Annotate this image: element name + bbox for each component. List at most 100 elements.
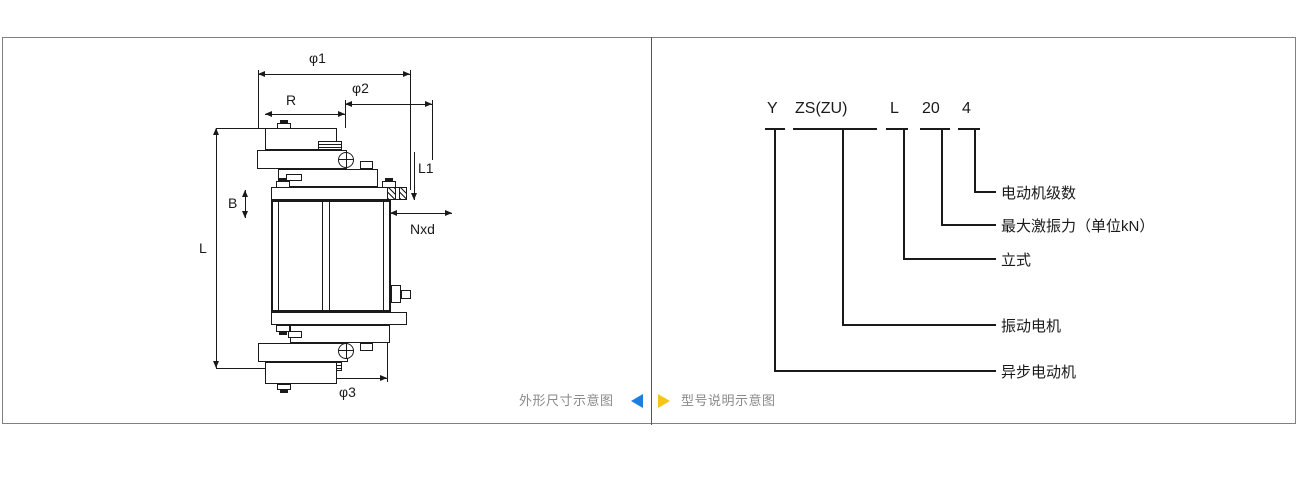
part-main-housing	[271, 200, 391, 312]
leader-line-vertical	[774, 128, 776, 372]
triangle-right-icon[interactable]	[658, 394, 670, 408]
part-housing-fin	[322, 202, 323, 310]
arrow-head-icon	[213, 128, 219, 135]
caption-strip: 外形尺寸示意图 型号说明示意图	[0, 390, 1300, 416]
leader-line-horizontal	[774, 370, 996, 372]
part-fastener	[360, 161, 373, 169]
part-fastener	[277, 123, 291, 129]
dim-label-L: L	[199, 240, 207, 256]
arrow-head-icon	[390, 210, 397, 216]
part-section-hatch	[387, 187, 396, 200]
part-lower-flange	[258, 343, 348, 362]
dim-line-B	[245, 190, 246, 218]
part-fastener-cap	[279, 332, 287, 335]
model-token-ZS: ZS(ZU)	[795, 100, 848, 117]
witness-line	[216, 368, 266, 369]
dim-line-L1	[414, 152, 415, 200]
model-token-4: 4	[962, 100, 971, 117]
part-housing-fin	[383, 202, 384, 310]
part-fastener	[276, 181, 290, 188]
token-underline	[793, 128, 877, 130]
part-bearing-housing	[318, 141, 342, 150]
arrow-head-icon	[242, 190, 248, 197]
model-token-20: 20	[922, 100, 940, 117]
part-section-hatch	[399, 187, 407, 200]
diagram-card	[2, 37, 1296, 424]
part-detail-line	[318, 147, 342, 148]
token-underline	[958, 128, 980, 130]
part-fastener-cap	[385, 178, 393, 181]
caption-left: 外形尺寸示意图	[519, 393, 614, 408]
part-detail-line	[346, 343, 347, 359]
part-detail-line	[346, 152, 347, 168]
leader-line-vertical	[941, 128, 943, 226]
part-fastener-cap	[280, 390, 288, 393]
leader-line-vertical	[842, 128, 844, 326]
leader-line-horizontal	[842, 324, 996, 326]
witness-line	[432, 100, 433, 160]
part-fastener	[277, 384, 291, 390]
model-token-L: L	[890, 100, 899, 117]
dim-label-L1: L1	[418, 160, 434, 176]
part-bottom-end-plate	[271, 312, 407, 325]
dim-label-Nxd: Nxd	[410, 221, 435, 237]
dim-line-phi3	[310, 378, 387, 379]
part-upper-flange	[257, 150, 347, 169]
legend-label-async-motor: 异步电动机	[1001, 364, 1077, 381]
dim-label-B: B	[228, 195, 238, 211]
dim-label-phi1: φ1	[309, 50, 326, 66]
dim-label-R: R	[286, 92, 297, 108]
part-cable-gland-tip	[401, 290, 411, 299]
witness-line	[345, 100, 346, 128]
token-underline	[886, 128, 908, 130]
part-bottom-cover	[265, 362, 337, 384]
legend-label-pole-count: 电动机级数	[1001, 185, 1077, 202]
arrow-head-icon	[445, 210, 452, 216]
part-terminal-lug	[286, 174, 302, 181]
arrow-head-icon	[265, 111, 272, 117]
part-cable-gland	[391, 285, 401, 303]
legend-label-exciting-force: 最大激振力（单位kN）	[1001, 218, 1155, 235]
leader-line-horizontal	[974, 191, 996, 193]
legend-label-vibration-motor: 振动电机	[1001, 318, 1062, 335]
part-fastener	[276, 325, 290, 332]
arrow-head-icon	[338, 111, 345, 117]
triangle-left-icon[interactable]	[631, 394, 643, 408]
arrow-head-icon	[345, 101, 352, 107]
caption-right: 型号说明示意图	[681, 393, 776, 408]
leader-line-vertical	[903, 128, 905, 260]
dim-line-Nxd	[390, 213, 452, 214]
part-fastener	[360, 343, 373, 351]
witness-line	[258, 70, 259, 128]
leader-line-horizontal	[941, 224, 996, 226]
dim-line-L	[216, 128, 217, 368]
arrow-head-icon	[425, 101, 432, 107]
dim-line-R	[265, 114, 345, 115]
legend-label-vertical-type: 立式	[1001, 252, 1032, 269]
arrow-head-icon	[403, 71, 410, 77]
model-token-Y: Y	[767, 100, 778, 117]
arrow-head-icon	[258, 71, 265, 77]
part-fastener-cap	[279, 178, 287, 181]
part-fastener-cap	[280, 120, 288, 123]
dim-label-phi3: φ3	[339, 384, 356, 400]
leader-line-horizontal	[903, 258, 996, 260]
leader-line-vertical	[974, 128, 976, 193]
dim-label-phi2: φ2	[352, 80, 369, 96]
arrow-head-icon	[213, 361, 219, 368]
arrow-head-icon	[242, 211, 248, 218]
dim-line-phi2	[345, 104, 432, 105]
witness-line	[410, 70, 411, 190]
part-mid-flange	[278, 169, 378, 187]
part-housing-fin	[329, 202, 330, 310]
arrow-head-icon	[411, 193, 417, 200]
part-terminal-lug	[288, 331, 302, 338]
part-bottom-mid-flange	[290, 325, 390, 343]
token-underline	[920, 128, 950, 130]
arrow-head-icon	[380, 375, 387, 381]
witness-line	[216, 128, 266, 129]
part-detail-line	[318, 144, 342, 145]
part-housing-fin	[278, 202, 279, 310]
dim-line-phi1	[258, 74, 410, 75]
panel-divider	[651, 37, 652, 425]
